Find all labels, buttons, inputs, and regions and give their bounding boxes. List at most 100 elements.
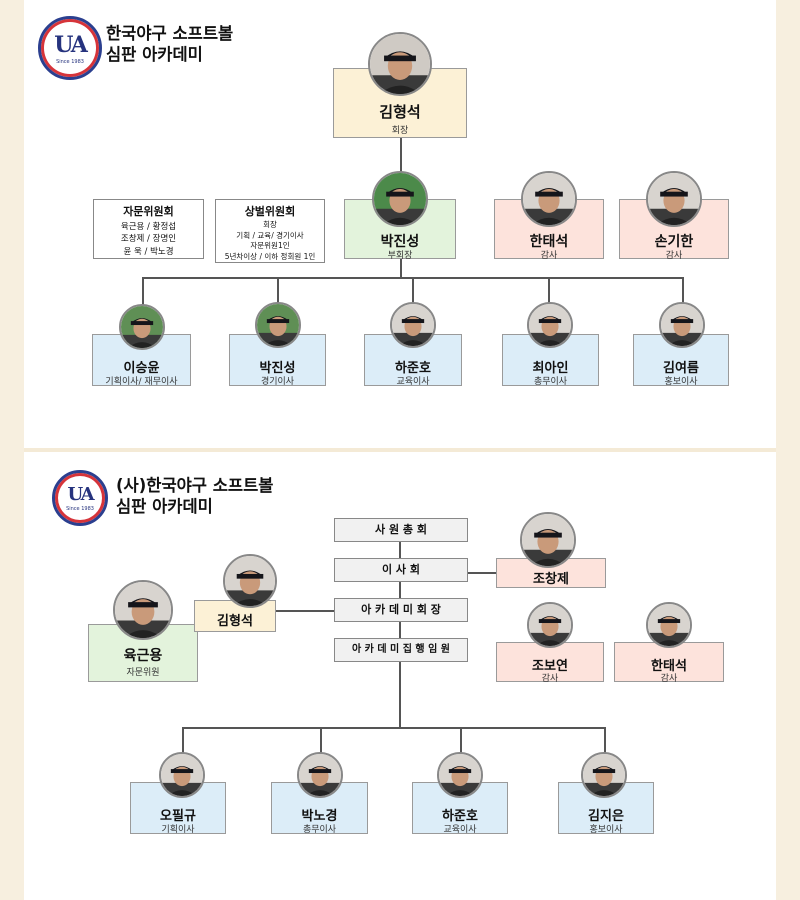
auditor-box: 조보연 감사 <box>496 642 604 684</box>
board-member-name: 조창제 <box>533 572 569 587</box>
logo-monogram: UA <box>67 484 94 505</box>
director-name: 박진성 <box>259 361 296 376</box>
board-member-photo <box>520 512 576 568</box>
director-photo <box>527 302 573 348</box>
auditor-photo <box>527 602 573 648</box>
president-name: 김형석 <box>217 614 253 629</box>
director-role: 홍보이사 <box>664 377 698 387</box>
org-chart-panel-2: UA Since 1983 (사)한국야구 소프트볼 심판 아카데미 사 원 총… <box>24 452 776 900</box>
director-photo <box>581 752 627 798</box>
auditor-photo <box>521 171 577 227</box>
academy-logo: UA Since 1983 <box>52 470 108 526</box>
portrait-icon <box>370 34 430 94</box>
director-photo <box>159 752 205 798</box>
org-title: 한국야구 소프트볼 심판 아카데미 <box>106 24 233 65</box>
advisory-committee-title: 자문위원회 <box>123 205 174 218</box>
portrait-icon <box>299 754 341 796</box>
org-title-line1: 한국야구 소프트볼 <box>106 24 234 43</box>
director-photo <box>297 752 343 798</box>
board-of-directors-box: 이 사 회 <box>334 558 468 582</box>
board-member-box: 조창제 <box>496 558 606 588</box>
org-title: (사)한국야구 소프트볼 심판 아카데미 <box>116 476 273 517</box>
connector-line <box>604 727 606 753</box>
award-committee-box: 상벌위원회 회장 기획 / 교육/ 경기이사 자문위원1인 5년차이상 / 이하… <box>215 199 325 263</box>
org-title-line2: 심판 아카데미 <box>116 496 213 516</box>
president-name: 김형석 <box>379 103 421 121</box>
auditor-box: 한태석 감사 <box>614 642 724 684</box>
portrait-icon <box>257 304 299 346</box>
vice-president-photo <box>372 171 428 227</box>
portrait-icon <box>121 306 163 348</box>
portrait-icon <box>392 304 434 346</box>
director-role: 경기이사 <box>260 377 295 387</box>
vice-president-box: 박진성 부회장 <box>344 199 456 261</box>
director-name: 하준호 <box>442 809 478 824</box>
director-box: 오필규 기획이사 <box>130 782 226 835</box>
portrait-icon <box>529 604 571 646</box>
logo-since: Since 1983 <box>56 58 84 65</box>
advisory-committee-line: 조창제 / 장명인 <box>120 234 177 245</box>
connector-line <box>182 727 606 729</box>
auditor-role: 감사 <box>665 251 683 261</box>
director-role: 총무이사 <box>533 377 568 387</box>
connector-line <box>468 572 496 574</box>
portrait-icon <box>661 304 703 346</box>
award-committee-line: 회장 <box>263 220 277 230</box>
advisory-committee-line: 윤 욱 / 박노경 <box>123 246 174 257</box>
director-role: 기획이사 <box>161 825 195 835</box>
award-committee-line: 5년차이상 / 이하 정회원 1인 <box>224 251 316 261</box>
connector-line <box>460 727 462 753</box>
org-title-line1: (사)한국야구 소프트볼 <box>116 476 274 495</box>
award-committee-line: 기획 / 교육/ 경기이사 <box>236 230 304 240</box>
advisory-committee-box: 자문위원회 육근용 / 황정섭 조창제 / 장명인 윤 욱 / 박노경 <box>93 199 204 259</box>
auditor-name: 한태석 <box>529 234 569 250</box>
portrait-icon <box>225 556 275 606</box>
director-role: 교육이사 <box>396 377 430 387</box>
director-name: 이승윤 <box>123 361 160 376</box>
connector-line <box>399 540 401 728</box>
auditor-role: 감사 <box>541 674 559 684</box>
director-name: 하준호 <box>395 361 431 376</box>
director-photo <box>390 302 436 348</box>
director-photo <box>659 302 705 348</box>
director-role: 총무이사 <box>302 825 337 835</box>
auditor-role: 감사 <box>540 251 558 261</box>
award-committee-title: 상벌위원회 <box>244 205 296 218</box>
advisor-photo <box>113 580 173 640</box>
logo-monogram: UA <box>54 31 88 58</box>
academy-logo: UA Since 1983 <box>38 16 102 80</box>
portrait-icon <box>523 173 575 225</box>
president-box: 김형석 회장 <box>333 68 467 138</box>
advisor-role: 자문위원 <box>126 668 160 678</box>
connector-line <box>276 610 336 612</box>
director-role: 교육이사 <box>443 825 477 835</box>
general-assembly-box: 사 원 총 회 <box>334 518 468 542</box>
logo-since: Since 1983 <box>66 506 94 512</box>
director-box: 하준호 교육이사 <box>364 334 462 387</box>
director-name: 김지은 <box>588 809 624 824</box>
director-name: 박노경 <box>301 809 338 824</box>
director-photo <box>119 304 165 350</box>
director-photo <box>255 302 301 348</box>
auditor-name: 조보연 <box>532 659 568 674</box>
vice-president-role: 부회장 <box>387 251 413 261</box>
president-role: 회장 <box>391 126 409 136</box>
portrait-icon <box>648 604 690 646</box>
connector-line <box>320 727 322 753</box>
auditor-name: 손기한 <box>654 234 694 250</box>
connector-line <box>412 277 414 305</box>
portrait-icon <box>522 514 574 566</box>
connector-line <box>548 277 550 305</box>
portrait-icon <box>583 754 625 796</box>
director-photo <box>437 752 483 798</box>
auditor-photo <box>646 171 702 227</box>
auditor-role: 감사 <box>660 674 678 684</box>
section-divider <box>24 448 776 452</box>
connector-line <box>277 277 279 305</box>
connector-line <box>400 138 402 174</box>
portrait-icon <box>115 582 171 638</box>
auditor-photo <box>646 602 692 648</box>
org-chart-panel-1: UA Since 1983 한국야구 소프트볼 심판 아카데미 김형석 회장 박… <box>24 0 776 448</box>
director-name: 최아인 <box>532 361 569 376</box>
connector-line <box>182 727 184 753</box>
